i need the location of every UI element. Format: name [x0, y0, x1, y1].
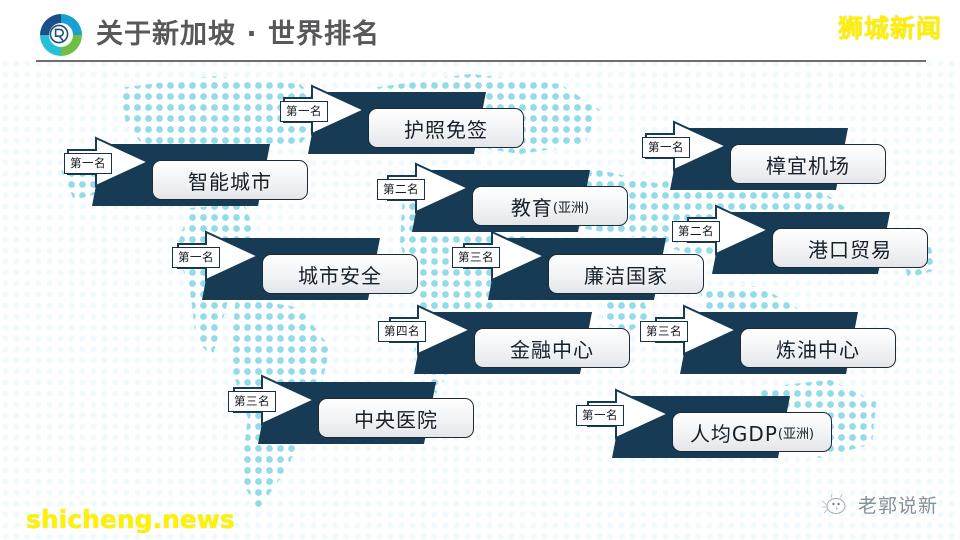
- ranking-label-subtext: (亚洲): [777, 426, 815, 442]
- ranking-item-clean-government[interactable]: 第三名廉洁国家: [448, 230, 708, 306]
- ranking-item-city-safety[interactable]: 第一名城市安全: [162, 230, 422, 306]
- ranking-label-pill[interactable]: 樟宜机场: [730, 144, 886, 184]
- ranking-item-central-hospital[interactable]: 第三名中央医院: [218, 374, 478, 450]
- ranking-item-port-trade[interactable]: 第二名港口贸易: [672, 204, 932, 280]
- ranking-label-text: 智能城市: [188, 169, 272, 194]
- ranking-item-financial-center[interactable]: 第四名金融中心: [374, 304, 634, 380]
- ranking-label-text: 城市安全: [298, 263, 382, 288]
- ranking-item-smart-city[interactable]: 第一名智能城市: [52, 136, 312, 212]
- rank-badge: 第二名: [672, 221, 720, 242]
- ranking-label-text: 中央医院: [354, 407, 438, 432]
- ranking-label-text: 金融中心: [510, 337, 594, 362]
- ranking-label-text: 港口贸易: [808, 237, 892, 262]
- rank-badge: 第三名: [452, 247, 500, 268]
- ranking-label-text: 教育: [510, 195, 553, 220]
- rank-badge: 第一名: [576, 405, 624, 426]
- ranking-label-pill[interactable]: 护照免签: [368, 108, 524, 148]
- ranking-item-refining-center[interactable]: 第三名炼油中心: [640, 304, 900, 380]
- ranking-item-passport-free-visa[interactable]: 第一名护照免签: [268, 84, 528, 160]
- ranking-label-pill[interactable]: 廉洁国家: [548, 254, 704, 294]
- rank-badge: 第三名: [640, 321, 688, 342]
- bird-mascot-icon: [821, 493, 846, 514]
- rank-badge: 第三名: [228, 391, 276, 412]
- slide-header: 关于新加坡 · 世界排名 狮城新闻: [0, 0, 960, 66]
- author-watermark: 老郭说新: [820, 491, 938, 518]
- ranking-item-changi-airport[interactable]: 第一名樟宜机场: [630, 120, 890, 196]
- rank-badge: 第一名: [642, 137, 690, 158]
- ranking-label-text: 人均GDP: [689, 421, 778, 446]
- ranking-label-pill[interactable]: 金融中心: [474, 328, 630, 368]
- ranking-label-pill[interactable]: 人均GDP(亚洲): [672, 412, 832, 452]
- ranking-label-text: 樟宜机场: [766, 153, 850, 178]
- rank-badge: 第一名: [280, 101, 328, 122]
- ranking-label-pill[interactable]: 港口贸易: [772, 228, 928, 268]
- ranking-label-text: 炼油中心: [776, 337, 860, 362]
- ranking-label-pill[interactable]: 炼油中心: [740, 328, 896, 368]
- ranking-label-text: 廉洁国家: [584, 263, 668, 288]
- circular-swirl-logo-icon: [38, 12, 84, 58]
- brand-watermark-top: 狮城新闻: [837, 14, 942, 43]
- ranking-label-pill[interactable]: 教育(亚洲): [472, 186, 628, 226]
- rank-badge: 第一名: [64, 153, 112, 174]
- rank-badge: 第二名: [377, 179, 425, 200]
- ranking-label-pill[interactable]: 智能城市: [152, 160, 308, 200]
- author-watermark-label: 老郭说新: [857, 495, 938, 517]
- rank-badge: 第一名: [172, 247, 220, 268]
- ranking-label-text: 护照免签: [404, 117, 488, 142]
- header-divider: [36, 60, 926, 62]
- ranking-item-education-asia[interactable]: 第二名教育(亚洲): [372, 162, 632, 238]
- ranking-label-subtext: (亚洲): [552, 200, 590, 216]
- ranking-label-pill[interactable]: 城市安全: [262, 254, 418, 294]
- page-title: 关于新加坡 · 世界排名: [96, 19, 381, 50]
- site-watermark: shicheng.news: [26, 505, 235, 534]
- ranking-item-gdp-per-capita[interactable]: 第一名人均GDP(亚洲): [572, 388, 832, 464]
- rank-badge: 第四名: [378, 321, 426, 342]
- ranking-label-pill[interactable]: 中央医院: [318, 398, 474, 438]
